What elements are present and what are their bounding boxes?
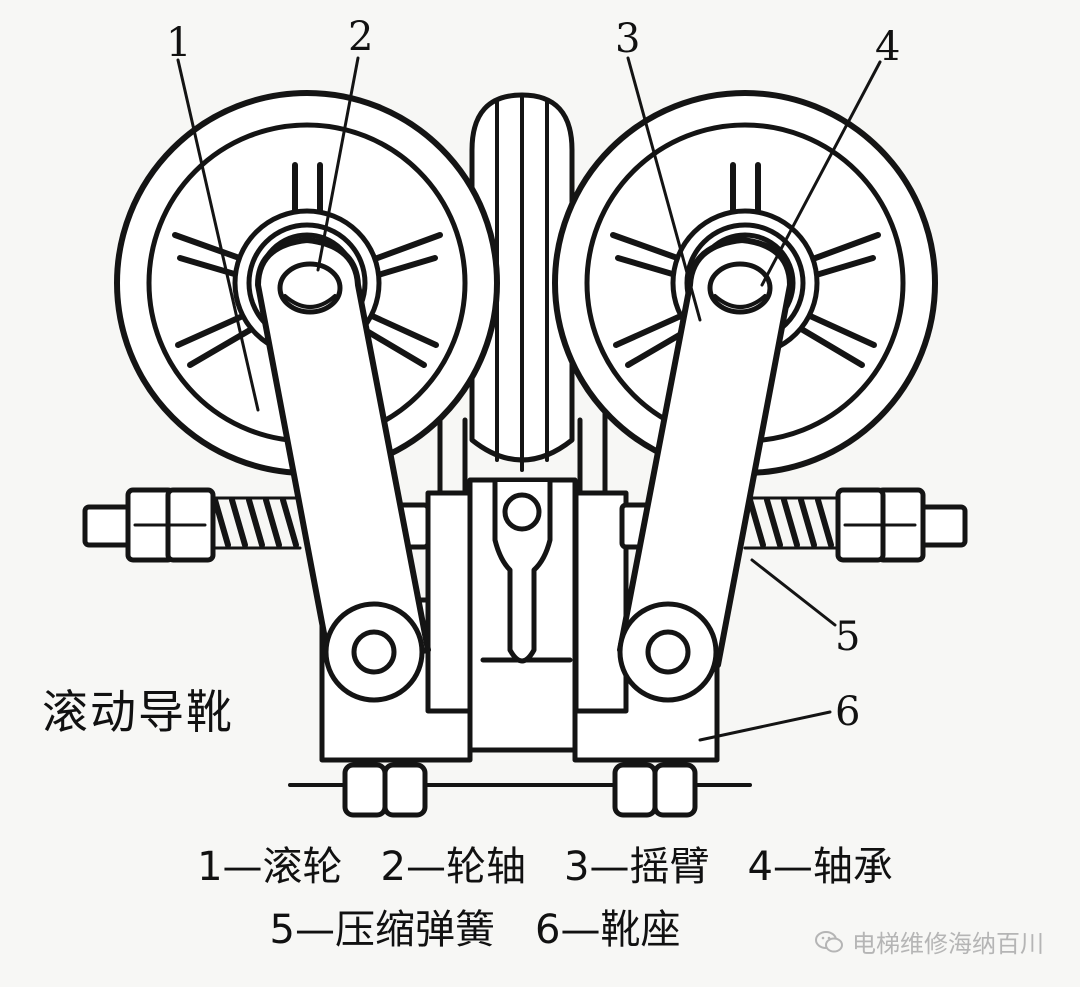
watermark: 电梯维修海纳百川 — [814, 924, 1044, 959]
rocker-arm-left — [255, 237, 431, 703]
leader-lines — [176, 56, 882, 742]
guide-rail — [437, 92, 608, 498]
legend-item-bearing: 4—轴承 — [747, 844, 893, 890]
legend-row-2: 5—压缩弹簧 6—靴座 — [0, 897, 1080, 955]
legend-item-roller: 1—滚轮 — [197, 844, 343, 890]
wechat-icon — [815, 930, 843, 952]
legend-item-compression-spring: 5—压缩弹簧 — [269, 907, 495, 953]
legend-item-shoe-base: 6—靴座 — [535, 907, 681, 953]
legend-item-axle: 2—轮轴 — [380, 844, 526, 890]
label-5: 5 — [835, 614, 860, 660]
label-6: 6 — [835, 689, 860, 735]
legend-item-rocker-arm: 3—摇臂 — [564, 844, 710, 890]
label-3: 3 — [615, 16, 640, 62]
legend-row-1: 1—滚轮 2—轮轴 3—摇臂 4—轴承 — [0, 834, 1080, 892]
diagram-caption: 滚动导靴 — [42, 685, 234, 739]
rocker-arm-right — [617, 237, 793, 703]
label-1: 1 — [166, 20, 191, 66]
label-4: 4 — [875, 24, 900, 70]
watermark-text: 电梯维修海纳百川 — [852, 930, 1044, 958]
label-2: 2 — [348, 14, 373, 60]
